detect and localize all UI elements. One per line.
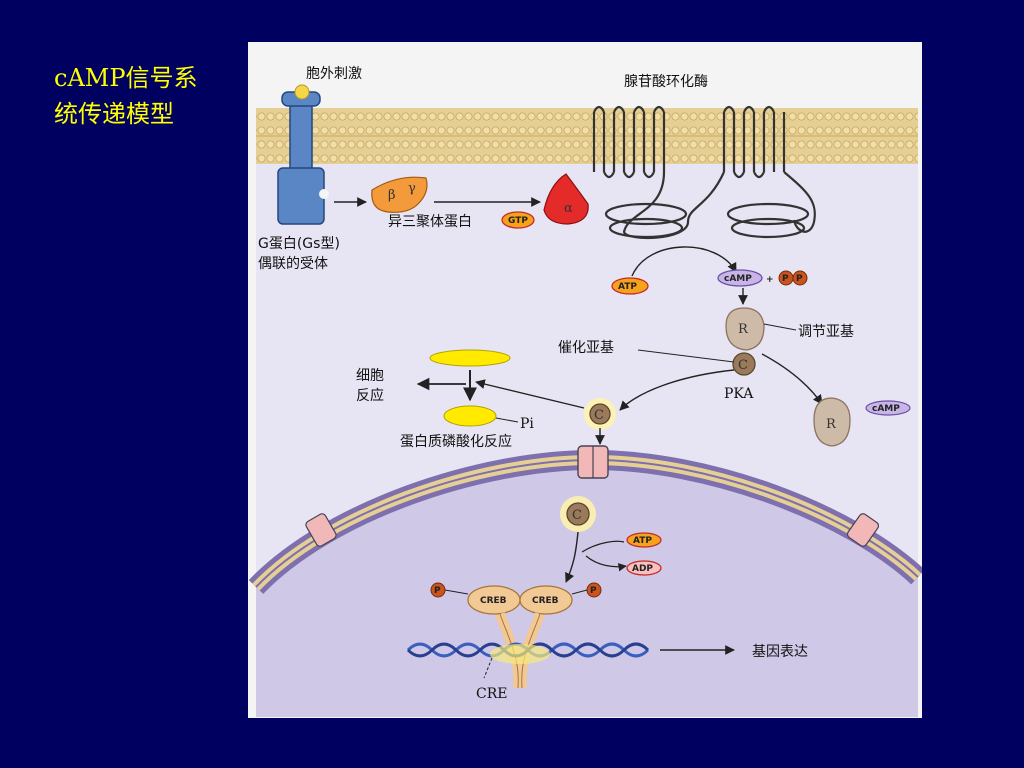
free-r-tag: R [826,417,837,432]
cell-response-label-line1: 细胞 [356,368,384,384]
gamma-tag: γ [408,181,416,196]
plus-sign: + [766,275,774,285]
phosphate-left: P [430,582,446,598]
gtp-badge: GTP [501,211,535,229]
arrow-atp-in [581,540,625,553]
arrow-c-to-creb [565,531,579,583]
slide-title-line1: cAMP信号系 [54,64,198,92]
phosphate-left-link [444,589,469,595]
gene-expression-label: 基因表达 [752,643,808,660]
adenylyl-cyclase [592,105,816,240]
phosphate-right: P [586,582,602,598]
cell-response-label-line2: 反应 [356,387,384,404]
heterotrimeric-g-protein-label: 异三聚体蛋白 [388,214,472,230]
arrow-adp-out [585,555,627,572]
regulatory-subunit-label: 调节亚基 [798,323,854,340]
pka-c-tag: C [738,358,748,373]
catalytic-subunit-label: 催化亚基 [558,339,614,356]
pka-label: PKA [724,386,754,402]
cyclase-atp-badge: ATP [611,277,649,295]
nuc-c-tag: C [572,508,582,523]
leader-pi [495,417,519,423]
gtp-text: GTP [508,216,528,226]
creb-left-text: CREB [480,596,507,606]
ppi-p2: P [796,274,803,284]
arrow-to-free-r [761,353,823,405]
camp-text: cAMP [724,274,752,284]
camp-pathway-diagram: β γ α GTP ATP cAMP + P P [248,42,922,718]
alpha-tag: α [564,201,573,216]
free-catalytic-subunit-nucleus: C [560,496,596,532]
adp-badge: ADP [626,560,662,576]
ppi-badge: P P [778,270,808,286]
protein-phosphorylation-label: 蛋白质磷酸化反应 [400,433,512,450]
ligand [294,84,310,100]
pka-r-tag: R [738,322,749,337]
nucleus-atp-text: ATP [633,536,652,546]
arrow-to-free-c [619,369,735,411]
extracellular-space [256,48,918,110]
diagram-canvas: β γ α GTP ATP cAMP + P P [248,48,922,717]
plasma-membrane [256,108,918,164]
nucleus-atp-badge: ATP [626,532,662,548]
cre-element [490,644,550,664]
g-alpha-subunit: α [543,173,589,225]
free-regulatory-subunit: R [813,397,851,447]
phosphate-right-link [571,589,588,595]
free-r-camp-badge: cAMP [865,400,911,416]
extracellular-signal-label: 胞外刺激 [306,65,362,82]
gs-coupled-receptor [277,91,329,225]
adenylyl-cyclase-label: 腺苷酸环化酶 [624,74,708,90]
free-catalytic-subunit-cytoplasm: C [584,398,616,430]
phosphorylated-protein [443,405,497,427]
g-beta-gamma-subunit: β γ [371,176,428,213]
receptor-label-line2: 偶联的受体 [258,256,328,272]
free-r-camp-text: cAMP [872,404,900,414]
phosphate-left-text: P [434,586,441,596]
adp-text: ADP [632,564,653,574]
leader-cre [483,657,493,679]
arrow-atp-to-camp [631,246,737,277]
pi-label: Pi [520,416,534,432]
leader-regulatory [763,323,797,331]
receptor-label-line1: G蛋白(Gs型) [258,236,340,252]
beta-tag: β [388,188,396,203]
camp-badge: cAMP [717,269,763,287]
nuclear-pore-right [846,513,880,547]
creb-right-text: CREB [532,596,559,606]
slide-title-line2: 统传递模型 [54,100,174,128]
phosphate-right-text: P [590,586,597,596]
cyto-c-tag: C [594,408,604,423]
ppi-p1: P [782,274,789,284]
pka-holoenzyme: R C [725,307,765,376]
slide-title: cAMP信号系 统传递模型 [54,60,244,132]
cyclase-atp-text: ATP [618,282,637,292]
substrate-protein [429,349,511,367]
arrow-c-to-substrate [475,379,585,409]
nuclear-pore-center [577,445,609,479]
nuclear-pore-left [305,513,337,547]
cre-label: CRE [476,686,507,702]
leader-catalytic [637,349,735,363]
